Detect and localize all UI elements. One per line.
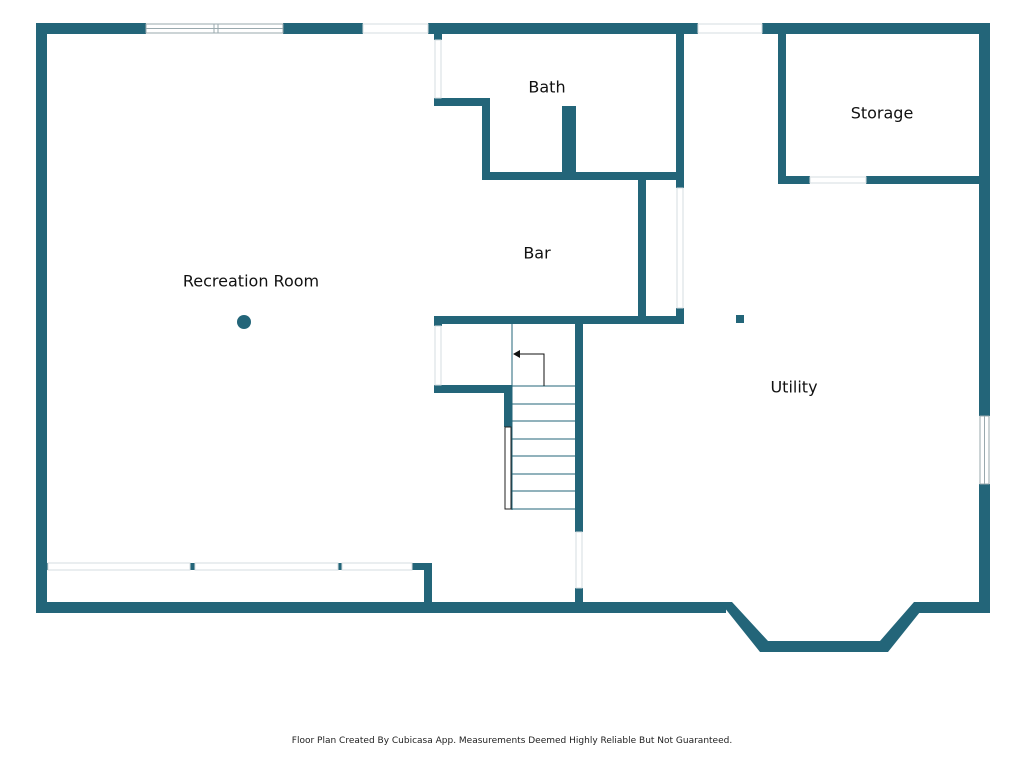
alcove-wall-top [412,563,432,570]
label-utility: Utility [770,378,817,397]
storage-wall-bottom-left [778,176,810,184]
stair-direction-arrow [513,350,545,386]
door-bar [676,187,684,309]
storage-wall-bottom-right [866,176,980,184]
stair-arrow-line [518,353,545,386]
bar-wall-right-outer [676,308,684,322]
stair-wall-right [575,322,583,532]
closet-wall-left-stub [434,316,442,326]
bath-wall-left-stub [434,34,442,40]
bath-wall-vert [482,98,490,180]
staircase [504,324,576,510]
wall-top-mid [283,23,363,34]
opening-top-right [697,23,763,34]
bath-wall-upper [434,98,490,106]
label-storage: Storage [851,104,914,123]
alcove-mull-2 [338,563,342,570]
wall-bottom-left [36,602,726,613]
support-column [237,315,251,329]
wall-right-upper [979,23,990,416]
storage-wall-left [778,34,786,184]
alcove-mull-1 [190,563,195,570]
bath-right-wall [676,34,684,188]
wall-bottom-right [918,602,990,613]
wall-top-center [428,23,698,34]
support-post [736,315,744,323]
label-bath: Bath [528,78,565,97]
stair-arrow-head [513,350,520,358]
exterior-walls [36,23,990,652]
wall-top-left [36,23,146,34]
bay-window-wall [720,602,928,652]
label-recreation-room: Recreation Room [183,272,319,291]
interior-walls [44,34,980,607]
bath-wall-bottom [482,172,678,180]
stair-handrail [504,426,512,510]
stair-wall-right-stub [575,588,583,602]
closet-wall-bottom [434,385,512,393]
opening-top-mid [362,23,429,34]
door-storage [809,176,867,184]
closet-wall-vert [504,385,512,427]
door-bath [434,39,442,99]
bath-divider [562,106,576,172]
bar-wall-bottom [434,316,684,324]
bar-wall-right [638,180,646,322]
window-bottom-left-a [47,562,191,571]
windows [47,23,990,589]
alcove-left-stub [44,563,48,570]
alcove-wall [424,563,432,607]
door-closet [434,325,442,386]
wall-right-lower [979,484,990,613]
wall-left [36,23,47,613]
footer-disclaimer: Floor Plan Created By Cubicasa App. Meas… [291,736,733,746]
wall-top-right [762,23,990,34]
door-utility [575,531,583,589]
window-bottom-left-b [194,562,339,571]
window-bottom-left-c [341,562,413,571]
label-bar: Bar [523,244,551,263]
